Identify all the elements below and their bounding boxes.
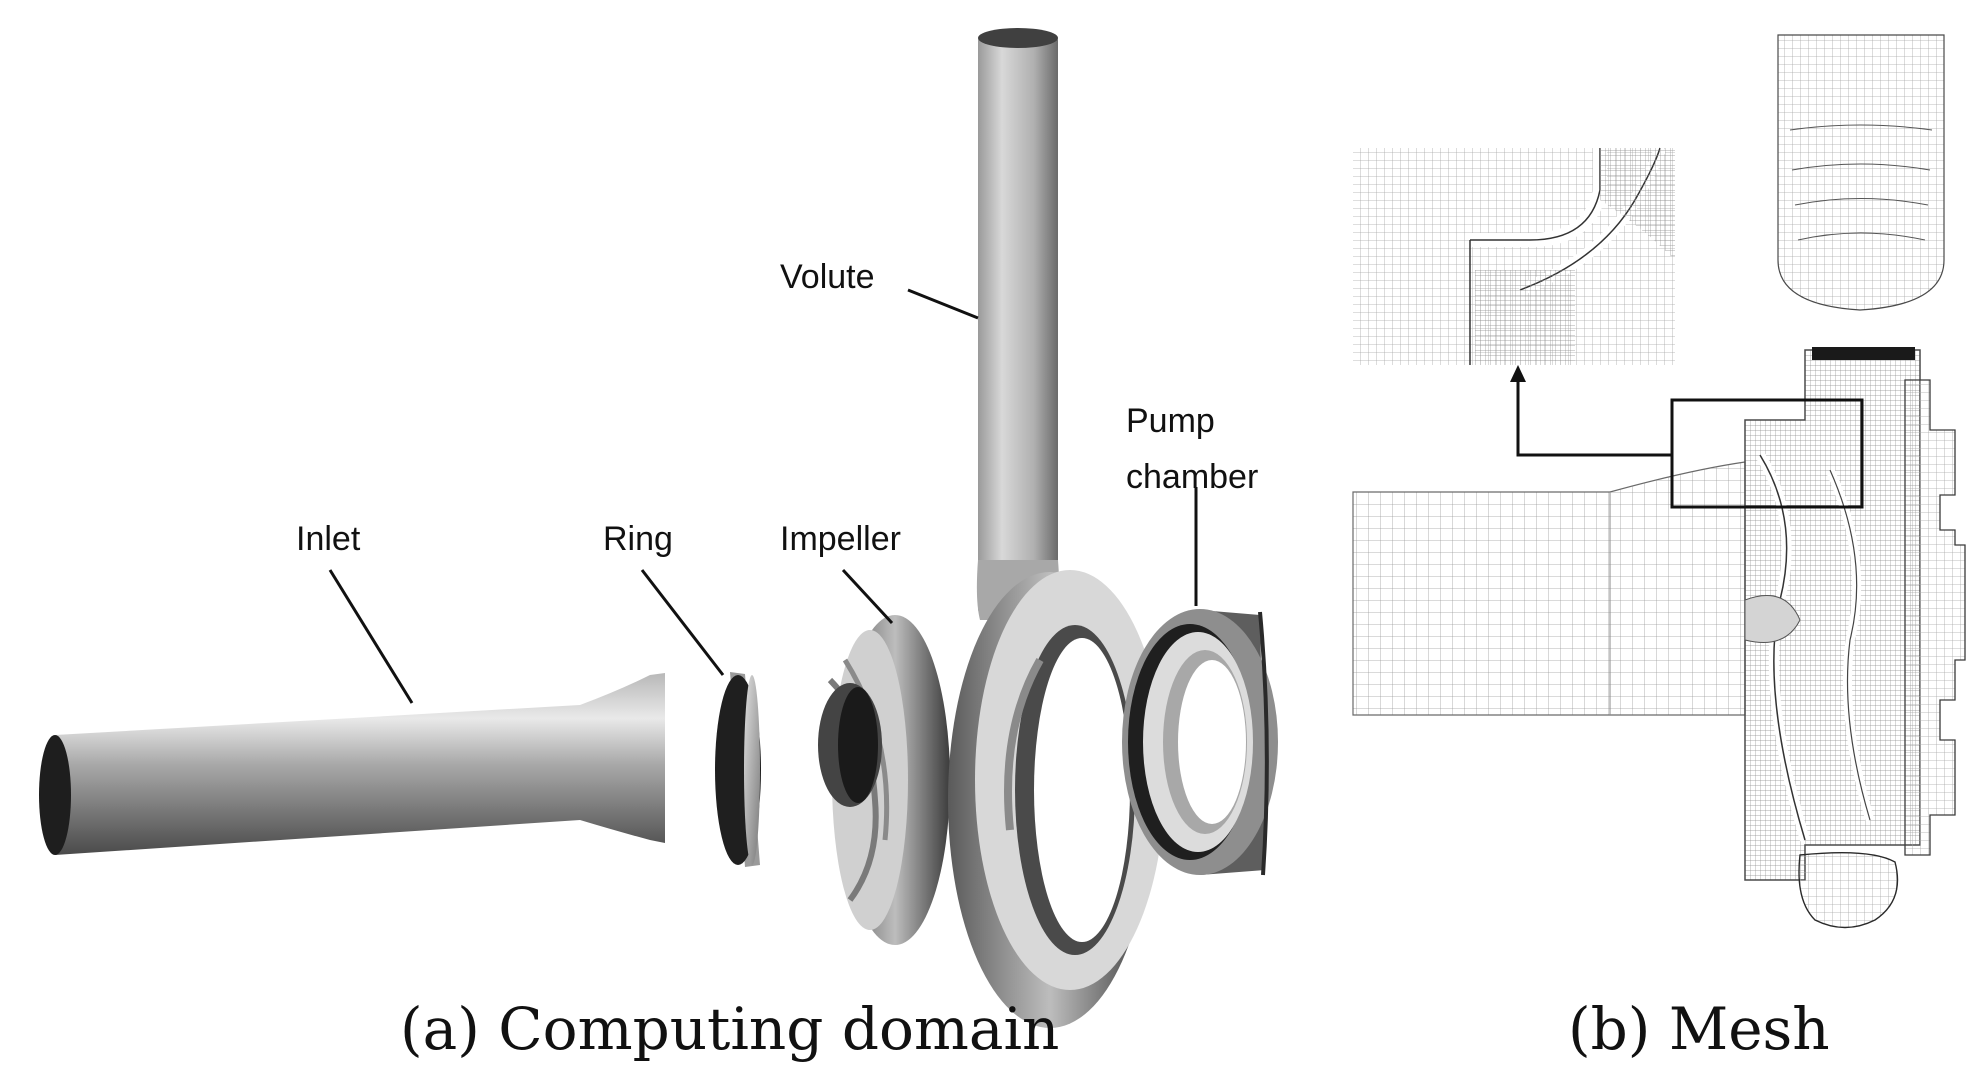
inlet-mesh-block <box>1352 461 1746 716</box>
arrow-head-icon <box>1510 365 1526 382</box>
ring-label: Ring <box>603 520 673 558</box>
caption-mesh: (b) Mesh <box>1568 995 1830 1063</box>
inlet-pipe <box>39 673 665 855</box>
impeller-part <box>818 615 950 945</box>
zoom-arrow <box>1516 375 1672 457</box>
ring-part <box>715 672 761 867</box>
leader-lines <box>328 288 1198 704</box>
bottom-volute-mesh <box>1798 851 1899 929</box>
pump-chamber-label-line1: Pump <box>1126 402 1215 440</box>
volute-label: Volute <box>780 258 875 296</box>
panel-a-geometry <box>39 28 1278 1028</box>
pump-chamber-part <box>1122 609 1278 876</box>
impeller-label: Impeller <box>780 520 901 558</box>
panel-b-mesh <box>1352 34 1966 929</box>
zoom-inset <box>1353 146 1675 365</box>
pump-chamber-label-line2: chamber <box>1126 458 1259 496</box>
pump-chamber-mesh <box>1904 379 1966 856</box>
caption-computing-domain: (a) Computing domain <box>400 995 1060 1063</box>
inlet-label: Inlet <box>296 520 361 558</box>
volute-part <box>948 28 1165 1028</box>
outlet-pipe-mesh <box>1777 34 1945 311</box>
